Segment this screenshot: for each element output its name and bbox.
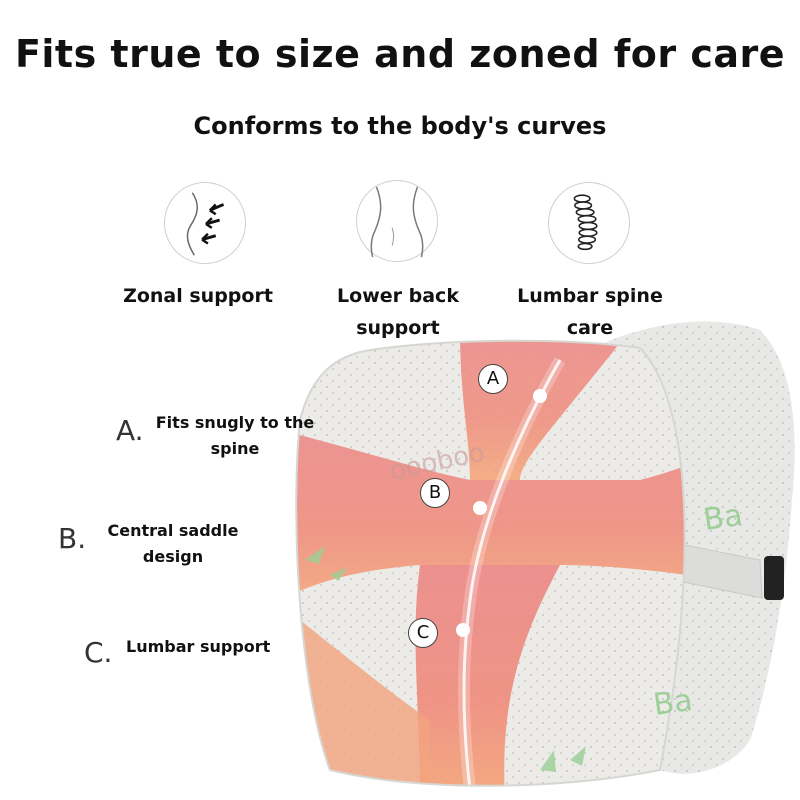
- marker-c: C: [408, 618, 438, 648]
- annotation-letter-c: C.: [84, 636, 113, 669]
- annotation-text-a: Fits snugly to the spine: [155, 413, 315, 458]
- annotation-letter-b: B.: [58, 522, 87, 555]
- svg-text:Ba: Ba: [651, 683, 694, 723]
- annotation-letter-a: A.: [116, 414, 144, 447]
- marker-a: A: [478, 364, 508, 394]
- annotation-text-c: Lumbar support: [126, 637, 271, 656]
- body-curve-arrows-icon: [164, 182, 246, 264]
- feature-label-lower-back: Lower back support: [337, 285, 459, 339]
- feature-label-lumbar-spine: Lumbar spine care: [517, 285, 663, 339]
- annotation-text-b: Central saddle design: [107, 521, 239, 566]
- page-subtitle: Conforms to the body's curves: [193, 112, 607, 140]
- spine-icon: [548, 182, 630, 264]
- marker-b: B: [420, 478, 450, 508]
- lower-back-torso-icon: [356, 180, 438, 262]
- svg-text:Ba: Ba: [701, 498, 744, 538]
- page-title: Fits true to size and zoned for care: [14, 32, 786, 76]
- feature-label-zonal: Zonal support: [123, 285, 273, 307]
